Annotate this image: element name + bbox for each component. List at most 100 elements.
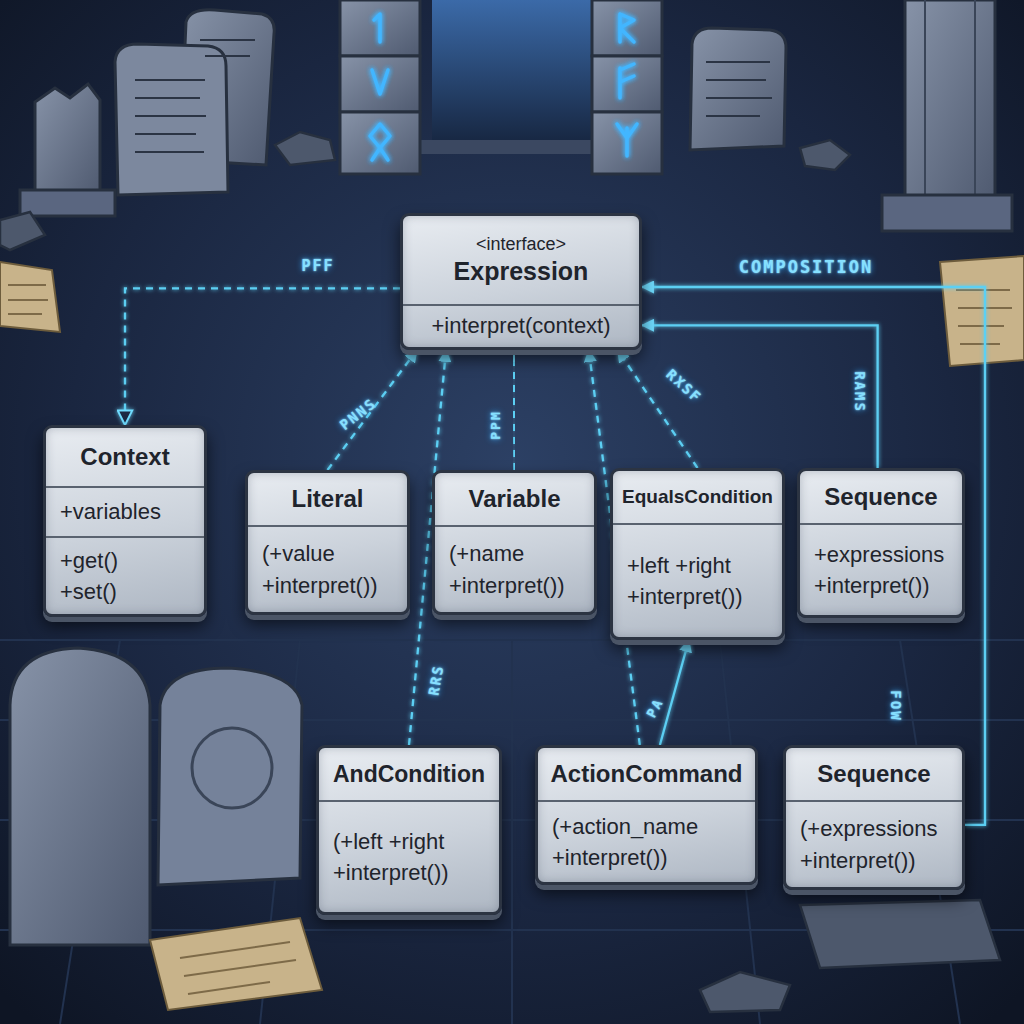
floor-tiles xyxy=(0,640,1024,1024)
box-compartment: (+value +interpret()) xyxy=(248,525,407,612)
pillar-block xyxy=(592,112,662,174)
realization-arrow xyxy=(328,350,417,470)
rune-glyph xyxy=(620,14,634,42)
edge-label: COMPOSITION xyxy=(739,257,874,277)
box-compartment: (+left +right +interpret()) xyxy=(319,800,499,912)
door-pillar-left xyxy=(340,0,420,174)
class-box: <interface>Expression +interpret(context) xyxy=(400,213,642,350)
class-box: Sequence +expressions +interpret()) xyxy=(797,468,965,618)
class-name: Variable xyxy=(468,484,560,514)
association-arrow xyxy=(642,325,878,468)
class-name: Sequence xyxy=(824,482,937,512)
parchment xyxy=(0,262,60,332)
column-fluting xyxy=(925,0,975,195)
member-list: +get() +set() xyxy=(60,545,118,607)
box-compartment: Literal xyxy=(248,473,407,525)
class-name: Sequence xyxy=(817,759,930,789)
rune-glyph xyxy=(372,70,388,94)
member-list: (+action_name +interpret()) xyxy=(552,811,698,873)
pillar-block xyxy=(340,112,420,174)
box-compartment: AndCondition xyxy=(319,748,499,800)
class-box: Sequence (+expressions +interpret()) xyxy=(783,745,965,890)
member-list: (+left +right +interpret()) xyxy=(333,826,449,888)
broken-column-left xyxy=(20,84,115,216)
stone-tablet xyxy=(10,648,150,945)
association-arrow xyxy=(876,618,878,745)
stone-tablet xyxy=(158,668,302,885)
tablet-circle xyxy=(192,728,272,808)
stone-tablet xyxy=(115,44,228,195)
stone-tablets-bottom-left xyxy=(10,648,302,945)
stone-slab xyxy=(800,900,1000,968)
pillar-block xyxy=(340,56,420,112)
stone-tablets-top-left xyxy=(115,10,274,195)
class-name: Context xyxy=(80,442,169,472)
doorway xyxy=(432,0,594,150)
class-name: ActionCommand xyxy=(551,759,743,789)
class-box: Literal (+value +interpret()) xyxy=(245,470,410,615)
pillar-block xyxy=(592,0,662,56)
parchment-writing xyxy=(8,285,48,314)
class-box: Context +variables +get() +set() xyxy=(43,425,207,617)
stereotype: <interface> xyxy=(476,233,566,256)
rubble-rocks xyxy=(0,132,1000,1012)
box-compartment: +left +right +interpret()) xyxy=(613,523,782,637)
stone-tablet-top-right xyxy=(690,28,786,150)
member-list: +variables xyxy=(60,496,161,527)
class-box: AndCondition (+left +right +interpret()) xyxy=(316,745,502,915)
column-base xyxy=(882,195,1012,231)
edge-label: FOW xyxy=(888,690,904,721)
association-arrow xyxy=(660,640,689,745)
class-name: EqualsCondition xyxy=(622,485,773,509)
rock xyxy=(275,132,335,165)
box-compartment: <interface>Expression xyxy=(403,216,639,304)
column-shaft xyxy=(905,0,995,200)
column-shaft xyxy=(35,84,100,195)
rock xyxy=(0,212,45,250)
member-list: (+expressions +interpret()) xyxy=(800,813,938,875)
column-right xyxy=(882,0,1012,231)
class-name: AndCondition xyxy=(333,760,485,789)
parchment-scrolls xyxy=(0,256,1024,1010)
glowing-runes xyxy=(30,14,966,915)
member-list: (+name +interpret()) xyxy=(449,538,565,600)
box-compartment: +variables xyxy=(46,486,204,536)
realization-arrow xyxy=(618,350,698,468)
tablet-scribble xyxy=(706,62,772,116)
class-box: Variable (+name +interpret()) xyxy=(432,470,597,615)
class-box: ActionCommand (+action_name +interpret()) xyxy=(535,745,758,885)
edge-label: PPM xyxy=(488,410,503,439)
parchment-writing xyxy=(180,942,296,994)
box-compartment: Context xyxy=(46,428,204,486)
rune-glyph xyxy=(620,64,634,98)
pillar-block xyxy=(592,56,662,112)
box-compartment: +get() +set() xyxy=(46,536,204,614)
rune-glyph xyxy=(617,124,637,156)
box-compartment: (+expressions +interpret()) xyxy=(786,800,962,887)
parchment xyxy=(150,918,322,1010)
box-compartment: ActionCommand xyxy=(538,748,755,800)
rock xyxy=(800,140,850,170)
member-list: (+value +interpret()) xyxy=(262,538,378,600)
member-list: +left +right +interpret()) xyxy=(627,550,743,612)
box-compartment: (+action_name +interpret()) xyxy=(538,800,755,882)
edge-label: PFF xyxy=(301,257,334,275)
rune-glyph xyxy=(370,124,390,160)
rock xyxy=(700,972,790,1012)
box-compartment: Sequence xyxy=(800,471,962,523)
box-compartment: +expressions +interpret()) xyxy=(800,523,962,615)
box-compartment: EqualsCondition xyxy=(613,471,782,523)
door-step xyxy=(420,140,606,154)
door-pillar-right xyxy=(592,0,662,174)
rune-glyph xyxy=(374,14,380,42)
member-list: +expressions +interpret()) xyxy=(814,539,944,601)
box-compartment: Variable xyxy=(435,473,594,525)
method-name: +interpret(context) xyxy=(431,312,610,341)
box-compartment: +interpret(context) xyxy=(403,304,639,347)
tablet-scribble xyxy=(135,40,255,152)
box-compartment: Sequence xyxy=(786,748,962,800)
column-base xyxy=(20,190,115,216)
class-name: Literal xyxy=(291,484,363,514)
